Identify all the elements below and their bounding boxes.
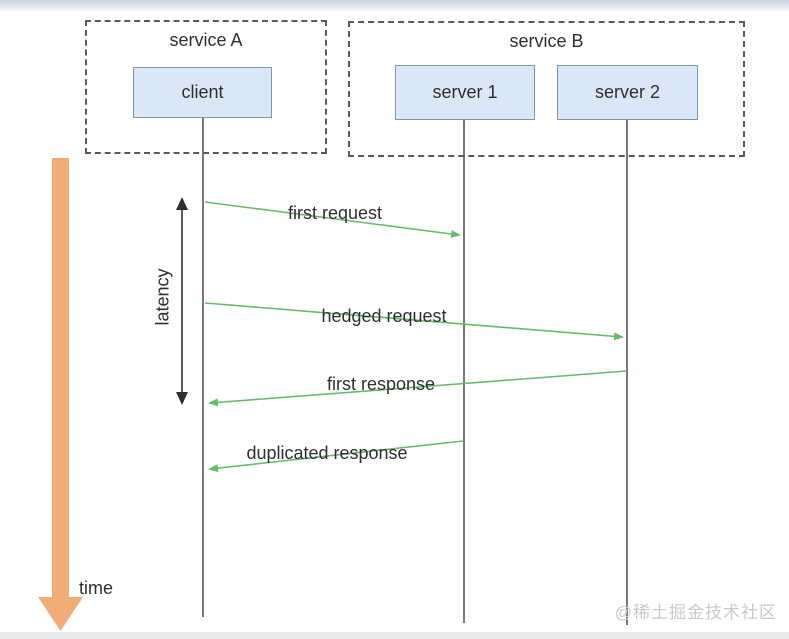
group-service-a: service A (85, 20, 327, 154)
time-axis-arrow (38, 158, 83, 631)
watermark-text: @稀土掘金技术社区 (614, 603, 777, 622)
top-gradient-band (0, 0, 789, 11)
group-service-a-title: service A (169, 30, 243, 50)
node-server1: server 1 (395, 65, 535, 120)
message-label-hedged-request: hedged request (321, 306, 447, 326)
node-client: client (133, 67, 272, 118)
arrow-first-request (204, 201, 461, 238)
group-service-b-title: service B (509, 31, 584, 51)
time-label: time (79, 578, 114, 598)
arrow-first-response (208, 370, 628, 407)
node-server2: server 2 (557, 65, 698, 120)
bottom-band (0, 632, 789, 639)
latency-range-arrow (176, 197, 188, 405)
latency-label: latency (152, 268, 173, 326)
message-label-first-response: first response (326, 374, 436, 394)
group-service-b: service B (348, 21, 745, 157)
message-label-first-request: first request (287, 203, 383, 223)
message-label-duplicated-response: duplicated response (246, 443, 408, 463)
arrow-hedged-request (204, 302, 624, 341)
arrow-duplicated-response (208, 440, 464, 473)
